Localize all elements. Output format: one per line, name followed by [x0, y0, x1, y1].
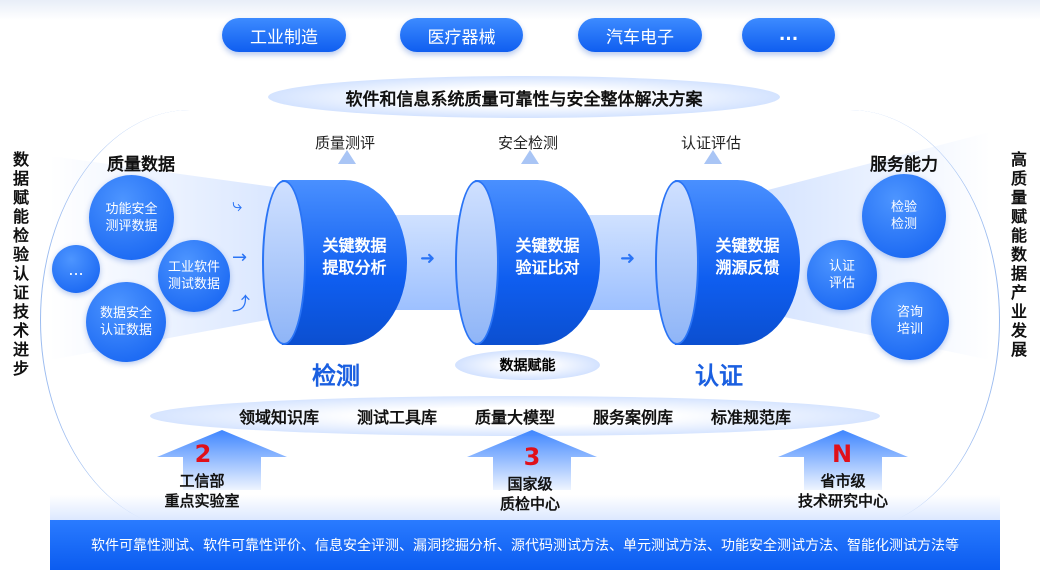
up-arrow-icon	[521, 150, 539, 164]
industry-pill: 汽车电子	[578, 18, 702, 52]
industry-pill: ...	[742, 18, 835, 52]
output-label: 认证评估	[681, 134, 742, 152]
service-circle: 咨询 培训	[871, 282, 949, 360]
knowledge-base: 领域知识库 测试工具库 质量大模型 服务案例库 标准规范库	[150, 396, 880, 436]
cylinder-label: 关键数据 溯源反馈	[715, 236, 780, 277]
right-side-text: 高质量赋能数据产业发展	[1010, 150, 1027, 359]
industry-pill: 医疗器械	[400, 18, 523, 52]
service-circle: 认证 评估	[807, 240, 877, 310]
left-side-text: 数据赋能检验认证技术进步	[12, 150, 29, 378]
right-arc	[700, 110, 1000, 530]
industry-pill: 工业制造	[222, 18, 346, 52]
output-label: 安全检测	[498, 134, 559, 152]
bottom-glow	[50, 495, 1000, 520]
knowledge-item: 领域知识库	[238, 408, 319, 427]
knowledge-item: 服务案例库	[592, 408, 673, 427]
lab-label: 工信部 重点实验室	[164, 472, 240, 510]
flow-arrow-icon: ➜	[420, 248, 436, 269]
left-arc	[40, 110, 340, 530]
services-heading: 服务能力	[870, 155, 938, 175]
knowledge-item: 质量大模型	[474, 408, 555, 427]
input-arrow-icon: →	[232, 247, 248, 268]
lab-label: 省市级 技术研究中心	[797, 472, 888, 510]
knowledge-item: 测试工具库	[356, 408, 437, 427]
service-circle: 检验 检测	[862, 174, 946, 258]
certify-label: 认证	[695, 362, 743, 390]
knowledge-item: 标准规范库	[710, 408, 791, 427]
empower-ellipse: 数据赋能	[455, 350, 600, 380]
cylinder-verify: 关键数据 验证比对	[455, 180, 600, 345]
cylinder-label: 关键数据 提取分析	[322, 236, 387, 277]
lab-count: 2	[194, 440, 212, 468]
lab-label: 国家级 质检中心	[499, 475, 560, 513]
detect-label: 检测	[312, 362, 360, 390]
input-arrow-icon: ⤷	[232, 195, 243, 216]
quality-data-heading: 质量数据	[107, 155, 175, 175]
input-arrow-icon: ⤴	[232, 294, 250, 315]
up-arrow-icon	[704, 150, 722, 164]
data-circle: 数据安全 认证数据	[86, 282, 166, 362]
methods-bar: 软件可靠性测试、软件可靠性评价、信息安全评测、漏洞挖掘分析、源代码测试方法、单元…	[50, 520, 1000, 570]
up-arrow-icon	[338, 150, 356, 164]
flow-arrow-icon: ➜	[620, 248, 636, 269]
data-circle: 功能安全 测评数据	[89, 175, 174, 260]
cylinder-trace: 关键数据 溯源反馈	[655, 180, 800, 345]
top-glow	[0, 0, 1040, 20]
lab-count: N	[831, 440, 853, 468]
cylinder-extract: 关键数据 提取分析	[262, 180, 407, 345]
lab-count: 3	[523, 443, 541, 471]
output-label: 质量测评	[315, 134, 376, 152]
solution-title: 软件和信息系统质量可靠性与安全整体解决方案	[268, 76, 780, 118]
data-circle: 工业软件 测试数据	[158, 240, 230, 312]
more-circle: ...	[52, 245, 100, 293]
cylinder-label: 关键数据 验证比对	[515, 236, 580, 277]
